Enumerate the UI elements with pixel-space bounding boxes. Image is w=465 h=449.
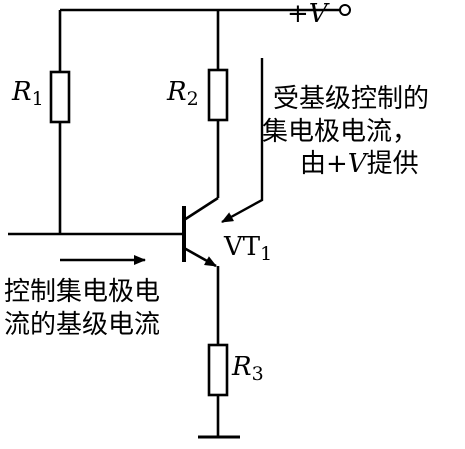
transistor-label: VT1 bbox=[223, 232, 272, 265]
transistor-emitter bbox=[183, 246, 217, 268]
base-note-line1: 控制集电极电 bbox=[4, 277, 160, 307]
collector-current-arrow bbox=[221, 58, 264, 224]
r3-label: R3 bbox=[231, 352, 264, 385]
r1-label: R1 bbox=[11, 77, 44, 110]
r2-resistor bbox=[207, 68, 229, 122]
r1-resistor bbox=[49, 70, 71, 124]
r2-label: R2 bbox=[166, 77, 199, 110]
supply-terminal bbox=[339, 4, 351, 16]
collector-note-line2: 集电极电流， bbox=[262, 117, 418, 147]
transistor-collector bbox=[183, 196, 219, 222]
base-note-line2: 流的基级电流 bbox=[4, 310, 160, 340]
r3-resistor bbox=[207, 343, 229, 397]
collector-note-line3: 由+V提供 bbox=[300, 149, 419, 179]
supply-label: +V bbox=[287, 0, 330, 29]
collector-note-line1: 受基级控制的 bbox=[273, 84, 429, 114]
